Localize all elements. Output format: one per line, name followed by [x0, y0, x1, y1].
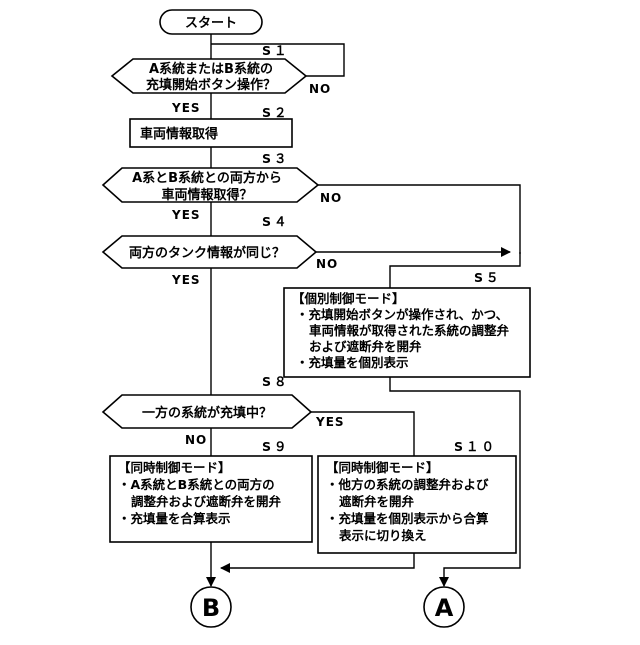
decision-s1-line2: 充填開始ボタン操作？ [146, 77, 276, 93]
decision-s1: A系統またはB系統の 充填開始ボタン操作？ [112, 59, 306, 93]
branch-no-s8: NO [185, 433, 207, 447]
step-label-s1: S１ [262, 43, 290, 58]
process-s2: 車両情報取得 [130, 119, 292, 147]
process-s9-line3: 調整弁および遮断弁を開弁 [131, 494, 282, 509]
process-s10-line2: ・他方の系統の調整弁および [326, 477, 489, 492]
decision-s4-text: 両方のタンク情報が同じ？ [129, 245, 285, 261]
process-s5-line1: 【個別制御モード】 [292, 291, 405, 306]
decision-s1-line1: A系統またはB系統の [149, 61, 273, 77]
process-s9-line1: 【同時制御モード】 [118, 460, 231, 475]
branch-no-s3: NO [320, 191, 342, 205]
decision-s4: 両方のタンク情報が同じ？ [103, 236, 316, 268]
process-s5-line3: 車両情報が取得された系統の調整弁 [309, 323, 510, 338]
process-s5: 【個別制御モード】 ・充填開始ボタンが操作され、かつ、 車両情報が取得された系統… [284, 288, 530, 377]
connector-b-label: B [202, 594, 220, 622]
step-label-s2: S２ [262, 105, 290, 120]
decision-s8-text: 一方の系統が充填中？ [142, 405, 272, 421]
process-s2-text: 車両情報取得 [140, 126, 218, 142]
decision-s8: 一方の系統が充填中？ [103, 395, 311, 428]
step-label-s9: S９ [262, 439, 290, 454]
connector-b: B [191, 587, 231, 627]
branch-yes-s1: YES [171, 101, 201, 115]
process-s10-line5: 表示に切り換え [338, 528, 427, 543]
edge-s10-to-b [221, 553, 414, 568]
start-label: スタート [185, 16, 237, 31]
connector-a-label: A [435, 594, 454, 622]
branch-no-s4: NO [316, 257, 338, 271]
process-s10: 【同時制御モード】 ・他方の系統の調整弁および 遮断弁を開弁 ・充填量を個別表示… [318, 456, 516, 553]
decision-s3: A系とB系統との両方から 車両情報取得？ [103, 168, 318, 203]
decision-s3-line1: A系とB系統との両方から [132, 170, 282, 186]
process-s5-line4: および遮断弁を開弁 [309, 339, 422, 354]
connector-a: A [424, 587, 464, 627]
branch-yes-s3: YES [171, 208, 201, 222]
step-label-s10: S１０ [454, 439, 497, 454]
process-s10-line3: 遮断弁を開弁 [339, 494, 415, 509]
process-s5-line5: ・充填量を個別表示 [296, 355, 409, 370]
step-label-s8: S８ [262, 374, 290, 389]
process-s9-line4: ・充填量を合算表示 [118, 511, 231, 526]
branch-no-s1: NO [309, 82, 331, 96]
start-node: スタート [160, 10, 262, 34]
branch-yes-s8: YES [315, 415, 345, 429]
step-label-s3: S３ [262, 151, 290, 166]
branch-yes-s4: YES [171, 273, 201, 287]
process-s5-line2: ・充填開始ボタンが操作され、かつ、 [296, 307, 508, 322]
process-s9-line2: ・A系統とB系統との両方の [118, 477, 275, 492]
step-label-s5: S５ [474, 270, 502, 285]
edge-s3-no-to-s5 [316, 185, 520, 254]
process-s10-line1: 【同時制御モード】 [326, 460, 439, 475]
step-label-s4: S４ [262, 214, 290, 229]
process-s10-line4: ・充填量を個別表示から合算 [326, 511, 489, 526]
decision-s3-line2: 車両情報取得？ [161, 187, 252, 203]
process-s9: 【同時制御モード】 ・A系統とB系統との両方の 調整弁および遮断弁を開弁 ・充填… [110, 456, 312, 542]
